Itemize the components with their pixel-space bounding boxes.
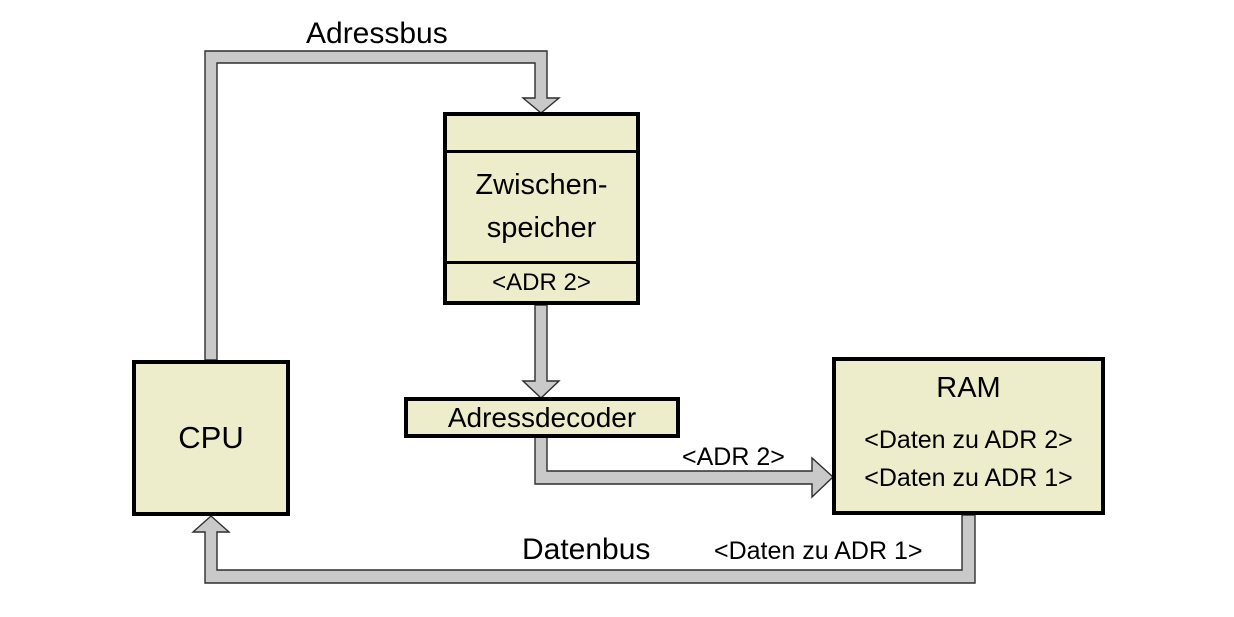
- ram-contents: <Daten zu ADR 2> <Daten zu ADR 1>: [864, 421, 1072, 497]
- decoder-label: Adressdecoder: [447, 401, 637, 433]
- buffer-register-value: <ADR 2>: [492, 268, 591, 296]
- cpu-box: CPU: [132, 360, 290, 516]
- cpu-label: CPU: [178, 420, 244, 455]
- daten-zu-adr1-signal-label: <Daten zu ADR 1>: [714, 537, 923, 565]
- ram-row-adr1: <Daten zu ADR 1>: [864, 464, 1073, 492]
- datenbus-path: [191, 514, 976, 584]
- decoder-to-ram-arrow: [534, 436, 835, 499]
- buffer-title-line1: Zwischen-: [475, 169, 608, 201]
- ram-row-adr2: <Daten zu ADR 2>: [864, 426, 1073, 454]
- decoder-box: Adressdecoder: [404, 397, 680, 438]
- ram-box: RAM <Daten zu ADR 2> <Daten zu ADR 1>: [832, 357, 1105, 515]
- datenbus-label: Datenbus: [522, 533, 651, 566]
- buffer-empty-slot: [447, 116, 636, 153]
- buffer-box: Zwischen- speicher <ADR 2>: [443, 112, 640, 305]
- ram-title: RAM: [936, 372, 1001, 404]
- adressbus-label: Adressbus: [306, 17, 448, 50]
- buffer-title: Zwischen- speicher: [447, 153, 636, 264]
- buffer-to-decoder-arrow: [521, 304, 561, 399]
- adr2-signal-label: <ADR 2>: [682, 443, 785, 471]
- buffer-title-line2: speicher: [486, 212, 597, 244]
- buffer-register-slot: <ADR 2>: [447, 264, 636, 301]
